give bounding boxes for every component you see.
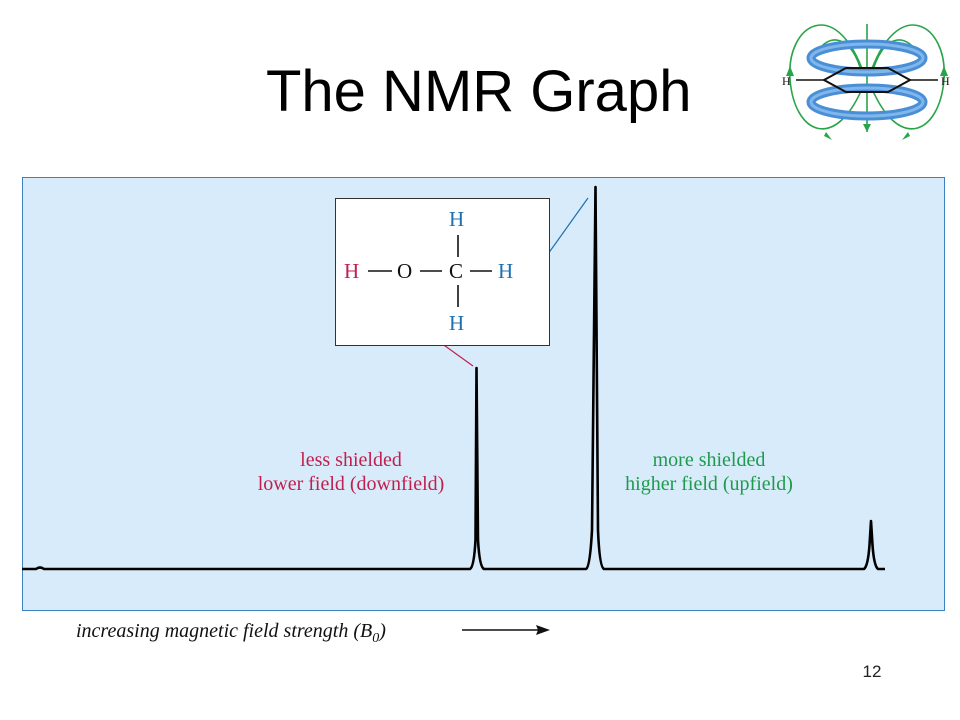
hydroxyl-hydrogen: H [344, 259, 360, 283]
methanol-structure-box: H O C H H H [335, 198, 550, 346]
field-strength-axis-caption: increasing magnetic field strength (B0) [76, 617, 456, 647]
field-arrowheads [786, 66, 948, 140]
axis-caption-close: ) [379, 620, 386, 642]
carbon-atom: C [449, 259, 464, 283]
methanol-bonds [368, 235, 492, 307]
ring-current-loops [806, 39, 928, 121]
ring-left-hydrogen: H [782, 74, 791, 88]
axis-caption-subscript: 0 [372, 631, 380, 646]
increasing-field-arrow-icon [462, 625, 550, 635]
methyl-hydrogen-bottom: H [449, 311, 465, 335]
benzene-ring-current-diagram: H H [776, 4, 958, 154]
more-shielded-label: more shielded higher field (upfield) [600, 448, 818, 496]
slide-title: The NMR Graph [266, 59, 692, 124]
ring-right-hydrogen: H [941, 74, 950, 88]
page-number: 12 [862, 662, 882, 681]
oxygen-atom: O [397, 259, 413, 283]
ring-current-illustration: H H [782, 24, 950, 140]
more-shielded-line1: more shielded [652, 449, 766, 471]
methyl-hydrogen-right: H [498, 259, 514, 283]
methyl-hydrogen-top: H [449, 207, 465, 231]
less-shielded-line1: less shielded [300, 449, 402, 471]
less-shielded-label: less shielded lower field (downfield) [236, 448, 466, 496]
axis-caption-symbol: B [360, 620, 373, 642]
axis-caption-text: increasing magnetic field strength ( [76, 620, 361, 642]
less-shielded-line2: lower field (downfield) [257, 473, 445, 495]
more-shielded-line2: higher field (upfield) [625, 473, 793, 495]
